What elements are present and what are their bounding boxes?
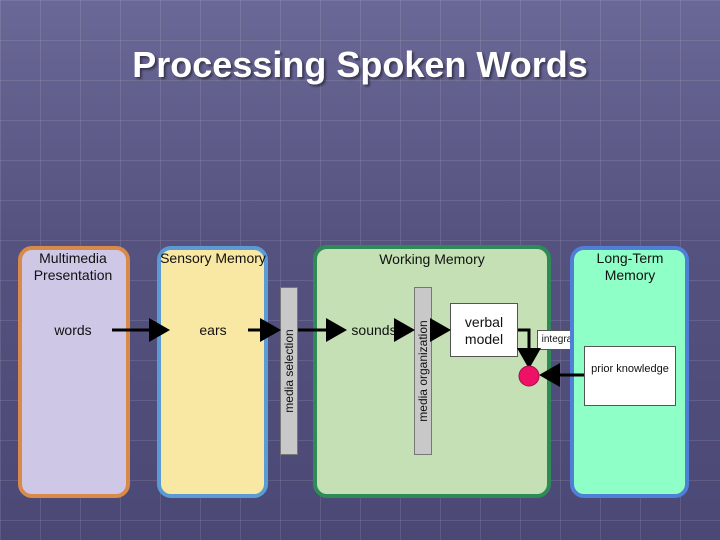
slide-title: Processing Spoken Words (132, 44, 588, 85)
working-memory-label: Working Memory (379, 251, 485, 267)
media-organization-bar: media organization (414, 287, 432, 455)
media-selection-bar: media selection (280, 287, 298, 455)
sensory-memory-label: Sensory Memory (160, 250, 266, 266)
sounds-label: sounds (351, 322, 397, 338)
prior-knowledge-box (584, 346, 676, 406)
arrow-verbal-model-to-integration (517, 328, 541, 369)
verbal-model-label: verbal model (464, 314, 504, 347)
multimedia-presentation-label: Multimedia Presentation (33, 250, 113, 283)
sensory-memory-panel (157, 246, 268, 498)
words-label: words (54, 322, 92, 338)
working-memory-panel (313, 245, 551, 498)
ears-label: ears (199, 322, 227, 338)
long-term-memory-label: Long-Term Memory (596, 250, 664, 283)
integration-dot (518, 365, 540, 387)
multimedia-presentation-panel (18, 246, 130, 498)
prior-knowledge-label: prior knowledge (591, 363, 669, 375)
integrating-label: integrating (541, 334, 589, 345)
